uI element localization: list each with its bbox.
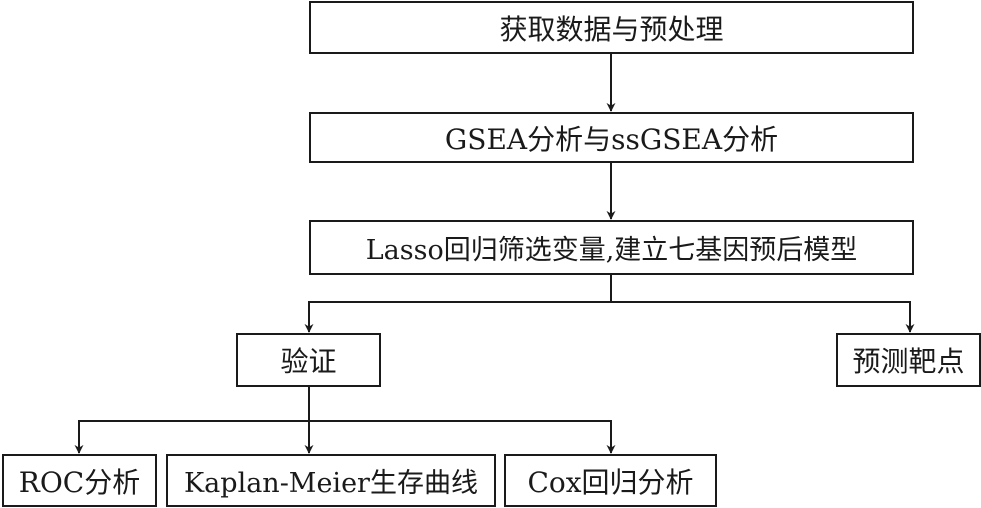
node-cox-regression: Cox回归分析 bbox=[504, 454, 717, 507]
node-roc-analysis: ROC分析 bbox=[2, 454, 157, 507]
node-gsea-analysis: GSEA分析与ssGSEA分析 bbox=[309, 112, 914, 163]
node-acquire-data: 获取数据与预处理 bbox=[309, 1, 914, 54]
node-predict-targets: 预测靶点 bbox=[836, 333, 981, 387]
node-kaplan-meier: Kaplan-Meier生存曲线 bbox=[166, 454, 496, 507]
node-lasso-model: Lasso回归筛选变量,建立七基因预后模型 bbox=[309, 220, 914, 275]
node-validate: 验证 bbox=[236, 333, 381, 387]
